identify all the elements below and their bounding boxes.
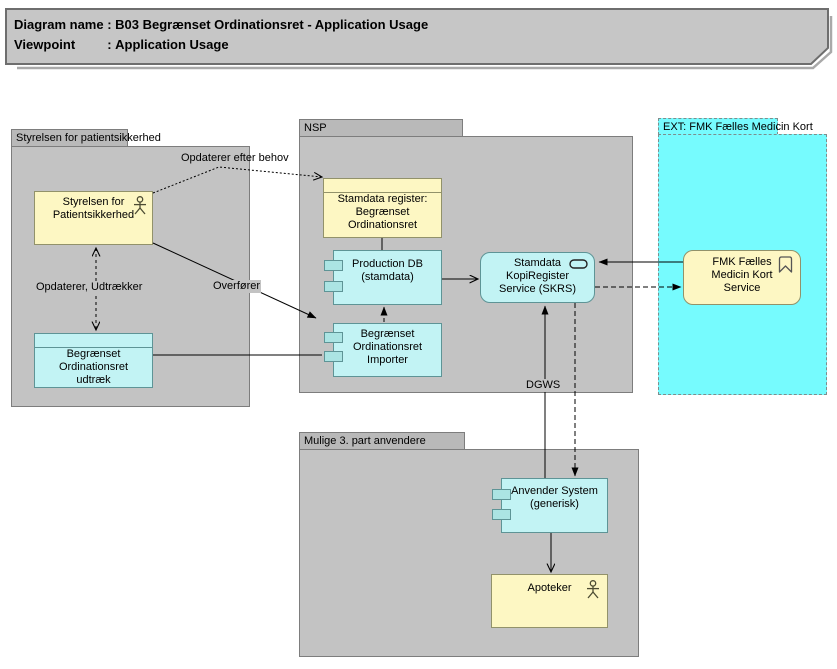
node-label: Begrænset Ordinationsret Importer <box>352 328 423 366</box>
node-stamdata-kopiregister-service-skrs[interactable]: Stamdata KopiRegister Service (SKRS) <box>480 252 595 303</box>
edge-label-opdaterer-udtraekker: Opdaterer, Udtrækker <box>35 281 144 294</box>
component-port-icon <box>324 260 343 271</box>
node-begraenset-ordinationsret-udtraek[interactable]: Begrænset Ordinationsret udtræk <box>34 333 153 388</box>
group-tab[interactable]: NSP <box>299 119 463 137</box>
node-begraenset-ordinationsret-importer[interactable]: Begrænset Ordinationsret Importer <box>324 323 442 377</box>
node-apoteker[interactable]: Apoteker <box>491 574 608 628</box>
node-styrelsen-for-patientsikkerhed[interactable]: Styrelsen for Patientsikkerhed <box>34 191 153 245</box>
group-label: EXT: FMK Fælles Medicin Kort <box>663 121 813 133</box>
node-stamdata-register-begraenset-ordinationsret[interactable]: Stamdata register: Begrænset Ordinations… <box>323 178 442 238</box>
node-label: FMK Fælles Medicin Kort Service <box>711 256 773 294</box>
component-port-icon <box>492 509 511 520</box>
group-label: Styrelsen for patientsikkerhed <box>16 132 161 144</box>
bookmark-chevron-icon <box>778 256 793 273</box>
diagram-title-text: Diagram name B03 Begrænset Ordinationsre… <box>14 16 428 53</box>
node-label: Anvender System (generisk) <box>511 485 598 510</box>
title-row-label: Diagram name <box>14 17 104 32</box>
component-port-icon <box>324 281 343 292</box>
group-tab[interactable]: EXT: FMK Fælles Medicin Kort <box>658 118 813 135</box>
diagram-title-note[interactable]: Diagram name B03 Begrænset Ordinationsre… <box>5 8 833 70</box>
group-label: NSP <box>304 122 327 134</box>
component-port-icon <box>324 332 343 343</box>
title-row-value: Application Usage <box>104 36 429 53</box>
data-object-band-icon <box>324 179 441 193</box>
node-anvender-system-generisk[interactable]: Anvender System (generisk) <box>492 478 608 533</box>
edge-label-overfoerer: Overfører <box>212 280 262 293</box>
node-label: Stamdata KopiRegister Service (SKRS) <box>498 257 577 295</box>
node-production-db-stamdata[interactable]: Production DB (stamdata) <box>324 250 442 305</box>
title-row-label: Viewpoint <box>14 37 76 52</box>
edge-label-opdaterer-efter-behov: Opdaterer efter behov <box>181 152 289 164</box>
service-interface-icon <box>569 259 588 269</box>
actor-icon <box>587 580 599 599</box>
data-object-band-icon <box>35 334 152 348</box>
component-port-icon <box>492 489 511 500</box>
node-label: Production DB (stamdata) <box>352 258 423 283</box>
actor-icon <box>134 196 146 215</box>
component-port-icon <box>324 351 343 362</box>
group-tab[interactable]: Mulige 3. part anvendere <box>299 432 465 450</box>
node-label: Begrænset Ordinationsret udtræk <box>58 348 129 386</box>
node-label: Apoteker <box>527 582 572 594</box>
group-label: Mulige 3. part anvendere <box>304 435 426 447</box>
title-row-value: B03 Begrænset Ordinationsret - Applicati… <box>104 16 428 33</box>
node-label: Stamdata register: Begrænset Ordinations… <box>337 193 428 231</box>
node-label: Styrelsen for Patientsikkerhed <box>52 196 135 221</box>
group-tab[interactable]: Styrelsen for patientsikkerhed <box>11 129 161 147</box>
edge-label-dgws: DGWS <box>525 379 562 392</box>
node-fmk-faelles-medicin-kort-service[interactable]: FMK Fælles Medicin Kort Service <box>683 250 801 305</box>
